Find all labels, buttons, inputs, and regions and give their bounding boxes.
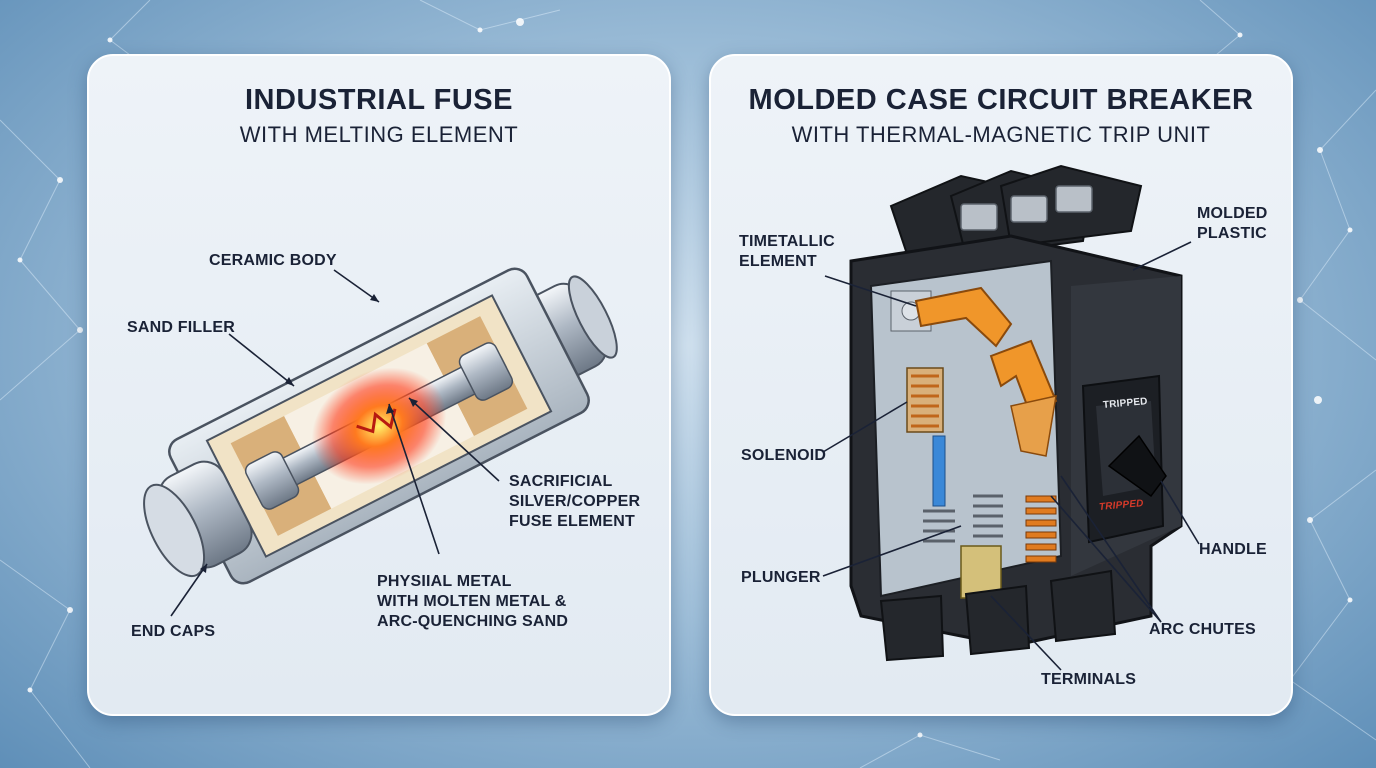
label-ceramic-body: CERAMIC BODY <box>209 252 337 269</box>
fuse-panel: INDUSTRIAL FUSE WITH MELTING ELEMENT <box>87 54 671 716</box>
breaker-panel: MOLDED CASE CIRCUIT BREAKER WITH THERMAL… <box>709 54 1293 716</box>
label-sand-filler: SAND FILLER <box>127 319 235 336</box>
label-handle: HANDLE <box>1199 541 1267 558</box>
fuse-panel-title: INDUSTRIAL FUSE <box>245 84 513 116</box>
label-solenoid: SOLENOID <box>741 447 827 464</box>
label-molten-metal: PHYSIIAL METAL WITH MOLTEN METAL & ARC-Q… <box>377 573 569 630</box>
fuse-panel-subtitle: WITH MELTING ELEMENT <box>239 122 519 147</box>
label-plunger: PLUNGER <box>741 569 821 586</box>
handle-tripped-text: TRIPPED <box>1102 396 1149 411</box>
label-fuse-element: SACRIFICIAL SILVER/COPPER FUSE ELEMENT <box>509 473 641 530</box>
fuse-illustration <box>143 267 618 617</box>
breaker-panel-title: MOLDED CASE CIRCUIT BREAKER <box>748 84 1254 116</box>
breaker-panel-subtitle: WITH THERMAL-MAGNETIC TRIP UNIT <box>791 122 1211 147</box>
label-end-caps: END CAPS <box>131 623 216 640</box>
breaker-illustration <box>822 164 1200 671</box>
label-arc-chutes: ARC CHUTES <box>1149 621 1256 638</box>
label-bimetallic-element: TIMETALLIC ELEMENT <box>739 233 835 270</box>
label-molded-plastic: MOLDED PLASTIC <box>1197 205 1268 242</box>
handle-tripped-text-lower: TRIPPED <box>1098 498 1145 513</box>
label-terminals: TERMINALS <box>1041 671 1137 688</box>
